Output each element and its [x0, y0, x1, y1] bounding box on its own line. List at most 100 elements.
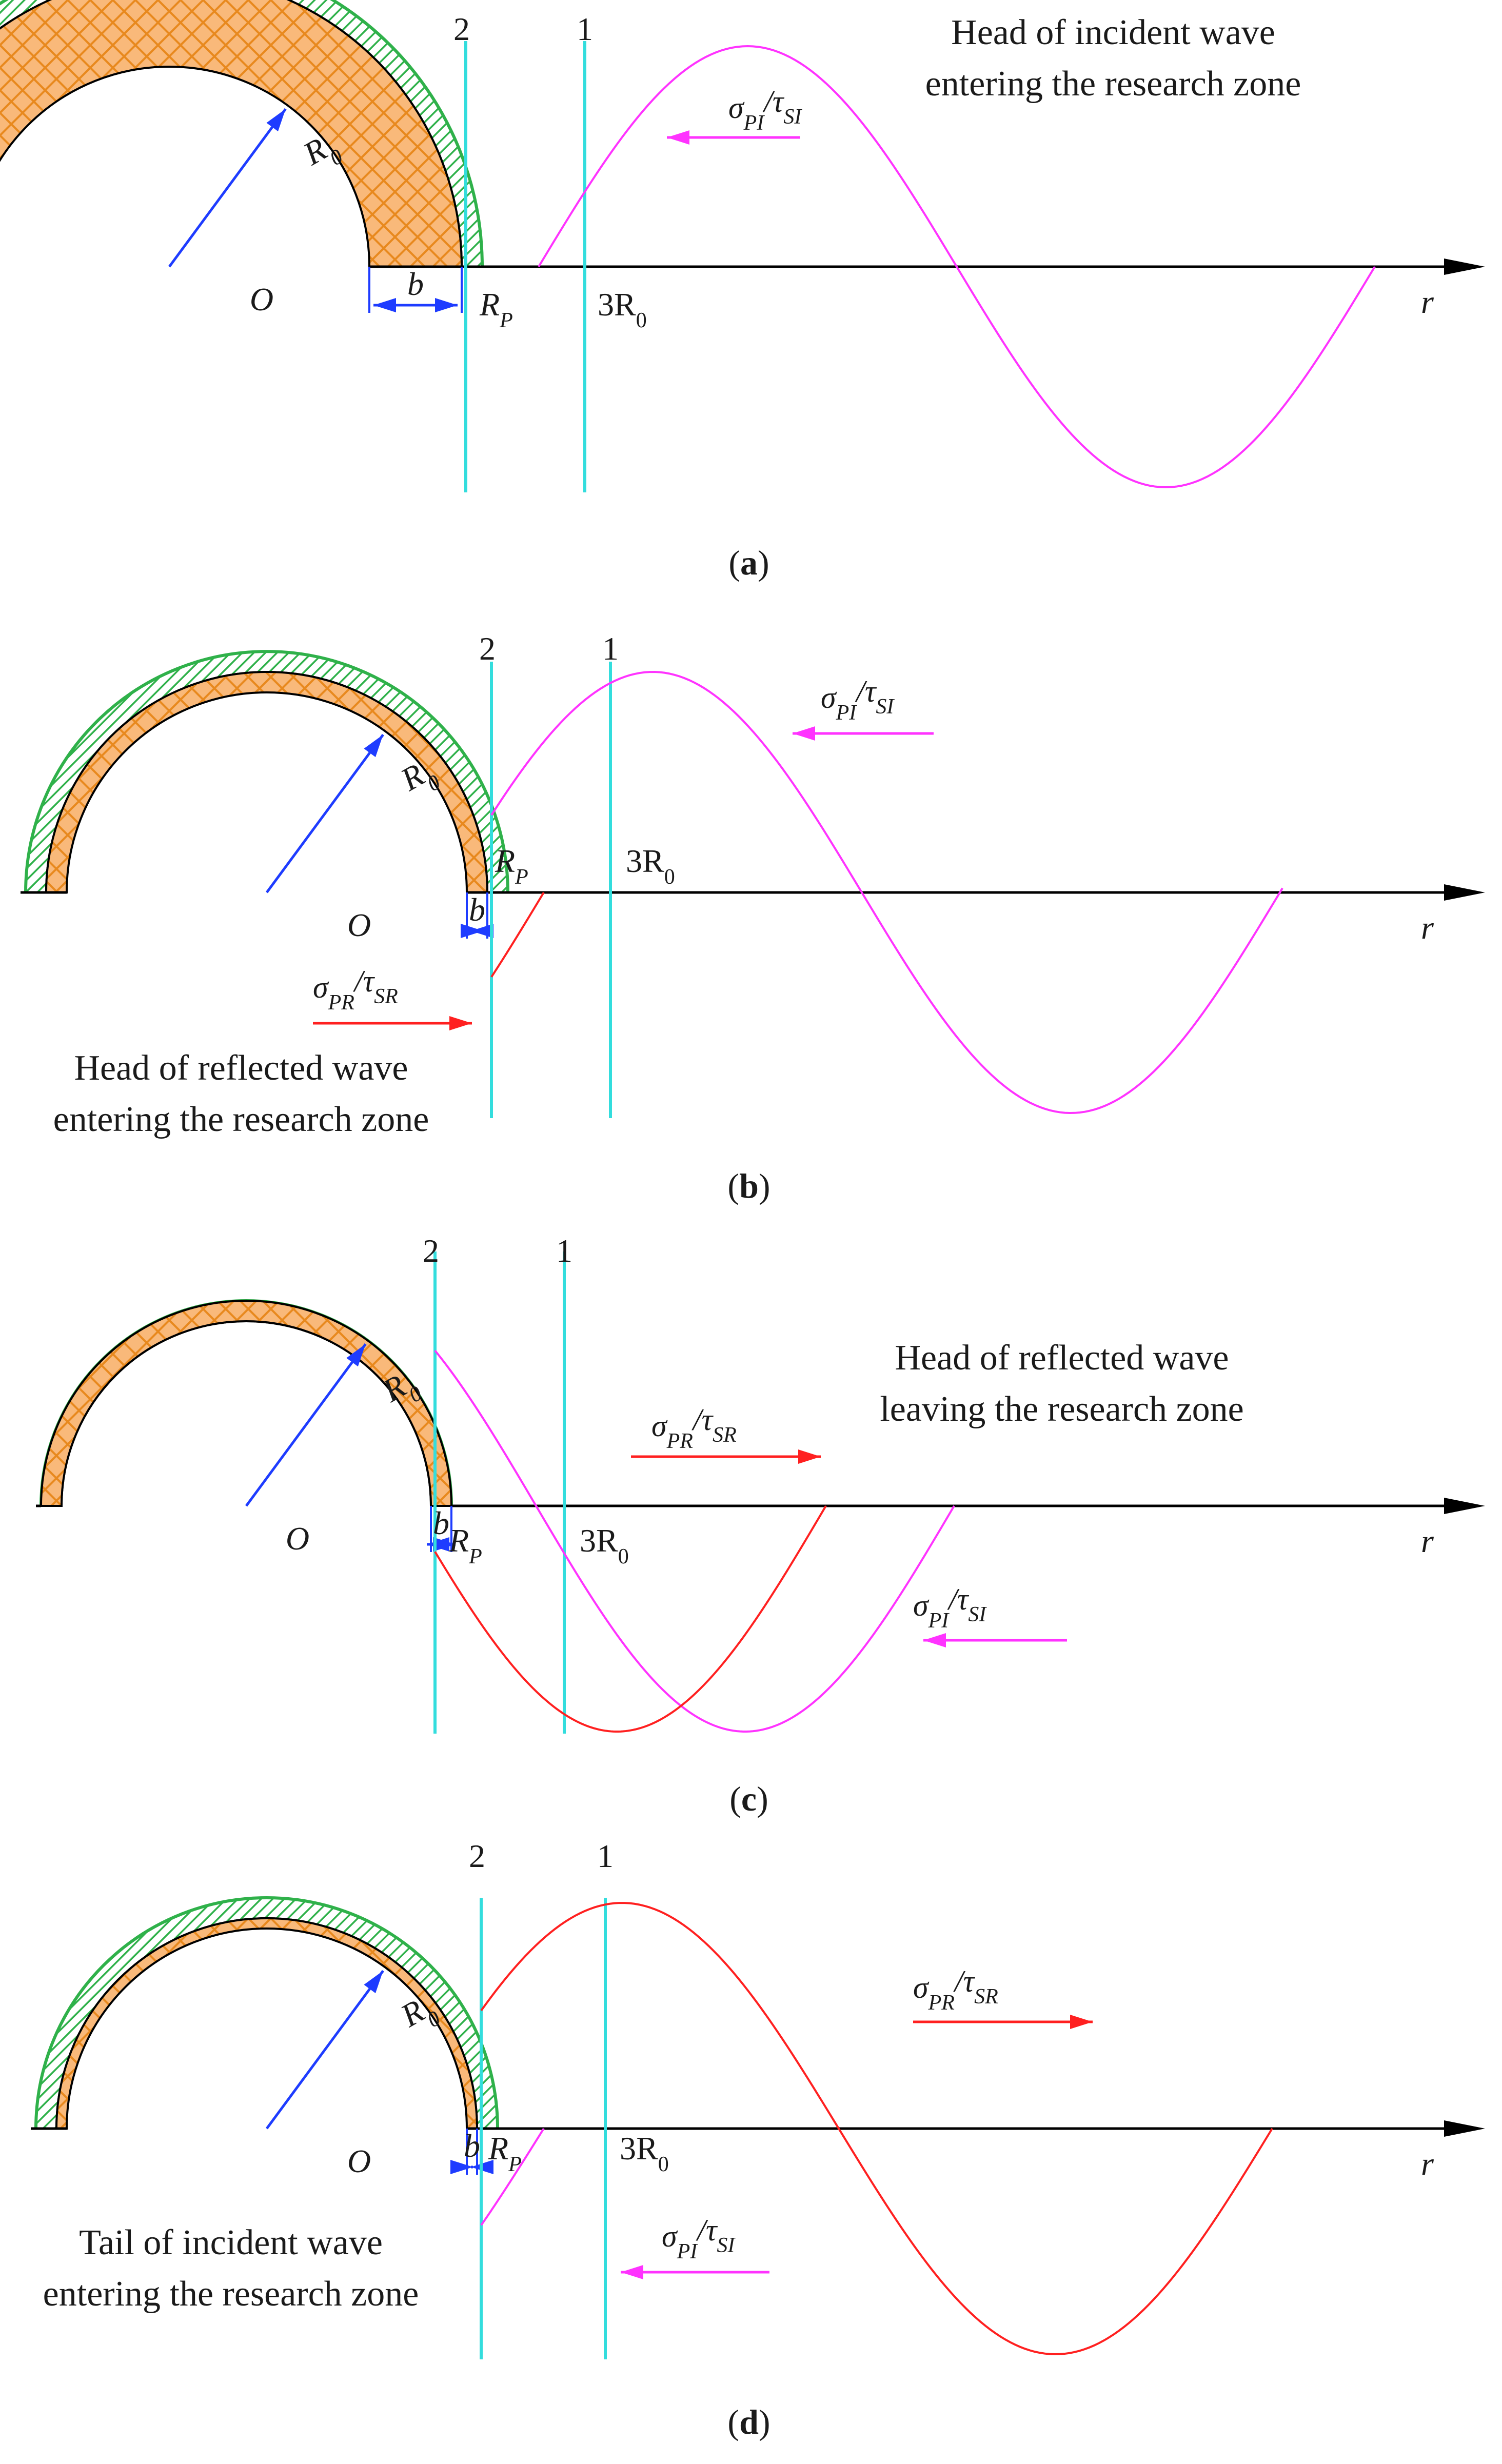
origin-label: O — [347, 2143, 371, 2179]
incident-wave — [490, 671, 1283, 1114]
wave-label-1: σPI/τSI — [728, 85, 802, 135]
wave-sub-2: SR — [374, 985, 398, 1008]
rp-sub: P — [515, 865, 528, 889]
line-1-label: 1 — [577, 11, 593, 47]
wave-sym-2: τ — [865, 674, 877, 708]
r-axis-arrowhead — [1444, 259, 1485, 275]
panel-caption: (a) — [728, 543, 769, 582]
caption-open: ( — [727, 2402, 739, 2441]
wave-label-2: σPR/τSR — [313, 964, 398, 1015]
wave-label-2: σPI/τSI — [662, 2213, 736, 2263]
b-label: b — [469, 891, 485, 928]
origin-label: O — [250, 281, 273, 317]
three-r0-main: 3R — [620, 2130, 658, 2167]
wave-direction-arrow-1 — [631, 1449, 821, 1464]
three-r0-main: 3R — [580, 1522, 618, 1559]
note-line-1: Head of reflected wave — [74, 1048, 408, 1088]
caption-open: ( — [727, 1166, 739, 1205]
rp-label: RP — [448, 1522, 482, 1568]
reflected-wave — [480, 1902, 1273, 2355]
panel-caption: (b) — [727, 1166, 770, 1205]
line-1-label: 1 — [602, 630, 619, 667]
line-2-label: 2 — [479, 630, 496, 667]
r0-radius-arrow — [168, 108, 287, 268]
b-label: b — [464, 2128, 480, 2164]
caption-open: ( — [728, 543, 740, 582]
reflected-wave — [490, 891, 545, 978]
three-r0-main: 3R — [626, 843, 664, 879]
wave-sym-1: σ — [821, 681, 837, 714]
wave-sub-1: PR — [928, 1991, 955, 2015]
wave-sub-2: SR — [713, 1423, 737, 1447]
line-2-label: 2 — [423, 1233, 439, 1269]
three-r0-main: 3R — [598, 286, 636, 323]
incident-wave — [538, 45, 1376, 489]
wave-direction-arrow-2 — [621, 2265, 769, 2279]
wave-sym-2: τ — [706, 2213, 718, 2247]
note-line-2: entering the research zone — [53, 1100, 429, 1139]
wave-label-2: σPI/τSI — [913, 1582, 987, 1633]
origin-label: O — [347, 907, 371, 943]
b-label: b — [407, 266, 424, 302]
wave-direction-arrow-1 — [793, 726, 934, 741]
wave-sub-1: PI — [836, 701, 858, 725]
caption-letter: c — [741, 1779, 757, 1818]
caption-open: ( — [729, 1779, 741, 1818]
caption-close: ) — [759, 1166, 770, 1205]
wave-sym-2: τ — [363, 964, 376, 998]
caption-close: ) — [759, 2402, 770, 2441]
origin-label: O — [286, 1520, 309, 1557]
rp-main: R — [488, 2130, 508, 2167]
rp-main: R — [495, 843, 515, 879]
three-r0-sub: 0 — [664, 865, 675, 889]
line-2-label: 2 — [453, 11, 470, 47]
r0-radius-arrow — [265, 733, 384, 893]
wave-sym-1: σ — [913, 1971, 930, 2004]
note-line-2: entering the research zone — [43, 2274, 419, 2314]
b-dimension-arrow — [373, 298, 458, 312]
line-1-label: 1 — [597, 1838, 614, 1874]
rp-main: R — [479, 286, 500, 323]
rp-label: RP — [495, 843, 528, 889]
incident-wave — [434, 1349, 955, 1733]
r-axis-label: r — [1421, 1523, 1434, 1559]
reflected-wave — [434, 1505, 827, 1733]
rp-label: RP — [488, 2130, 522, 2176]
rp-label: RP — [479, 286, 513, 332]
r0-radius-arrow — [245, 1343, 367, 1507]
wave-direction-arrow-1 — [667, 130, 800, 145]
three-r0-label: 3R0 — [580, 1522, 629, 1568]
wave-sym-2: τ — [773, 85, 785, 118]
tunnel-lining — [0, 0, 463, 268]
three-r0-sub: 0 — [636, 309, 647, 332]
wave-label-1: σPI/τSI — [821, 674, 895, 725]
note-line-2: entering the research zone — [925, 64, 1301, 104]
note-line-1: Tail of incident wave — [79, 2223, 383, 2262]
wave-sub-2: SR — [974, 1985, 998, 2009]
wave-label-1: σPR/τSR — [913, 1964, 998, 2015]
panel-caption: (d) — [727, 2402, 770, 2441]
wave-sub-1: PR — [328, 991, 354, 1015]
rp-sub: P — [508, 2153, 522, 2176]
wave-sub-1: PI — [743, 111, 765, 135]
wave-sub-2: SI — [717, 2234, 736, 2257]
wave-sub-1: PR — [666, 1429, 693, 1453]
r0-radius-arrow — [265, 1970, 384, 2130]
r-axis-arrowhead — [1444, 1498, 1485, 1514]
note-line-2: leaving the research zone — [880, 1389, 1243, 1429]
three-r0-label: 3R0 — [626, 843, 675, 889]
three-r0-sub: 0 — [658, 2153, 669, 2176]
r-axis-arrowhead — [1444, 2120, 1485, 2137]
wave-sym-2: τ — [702, 1403, 714, 1437]
wave-sym-2: τ — [963, 1964, 976, 1998]
caption-letter: d — [739, 2402, 759, 2441]
three-r0-label: 3R0 — [598, 286, 647, 332]
wave-sym-2: τ — [957, 1582, 970, 1616]
r-axis-label: r — [1421, 2145, 1434, 2182]
wave-sub-2: SI — [968, 1603, 987, 1626]
wave-label-1: σPR/τSR — [651, 1403, 737, 1453]
